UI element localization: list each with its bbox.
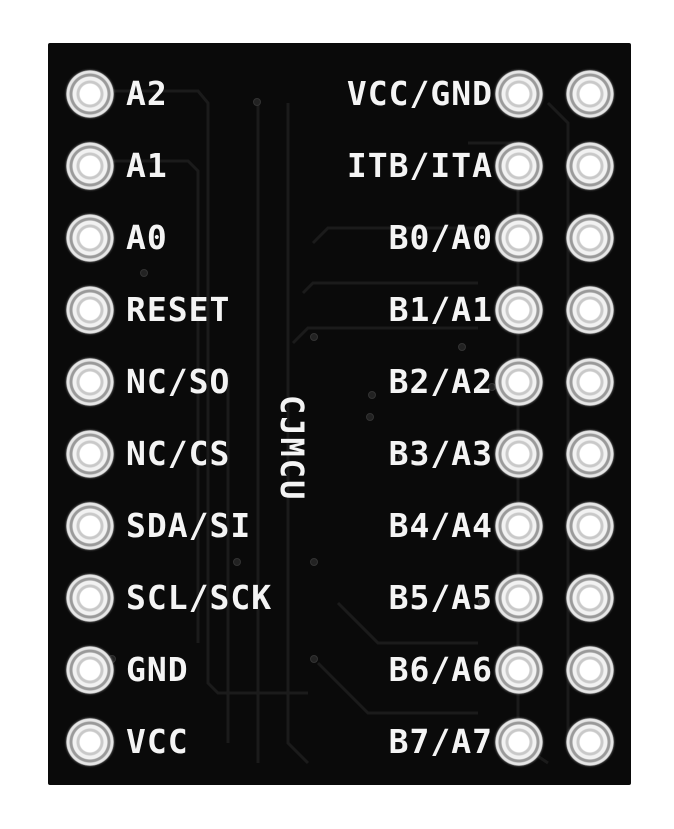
pin-pad-right-inner bbox=[495, 646, 543, 694]
pin-label-right: B3/A3 bbox=[388, 434, 493, 473]
pin-label-right: B2/A2 bbox=[388, 362, 493, 401]
pin-pad-right-outer bbox=[566, 646, 614, 694]
pin-pad-right-inner bbox=[495, 70, 543, 118]
pin-pad-right-outer bbox=[566, 214, 614, 262]
pin-pad-right-outer bbox=[566, 718, 614, 766]
pin-pad-right-outer bbox=[566, 358, 614, 406]
pin-label-left: A1 bbox=[126, 146, 168, 185]
pin-pad-left bbox=[66, 358, 114, 406]
pin-label-left: NC/CS bbox=[126, 434, 231, 473]
pin-pad-left bbox=[66, 718, 114, 766]
pin-label-right: VCC/GND bbox=[346, 74, 493, 113]
pin-label-left: NC/SO bbox=[126, 362, 231, 401]
pin-label-left: SDA/SI bbox=[126, 506, 252, 545]
brand-label: CJMCU bbox=[273, 394, 311, 502]
pin-label-right: B4/A4 bbox=[388, 506, 493, 545]
pin-pad-left bbox=[66, 502, 114, 550]
pin-pad-right-inner bbox=[495, 574, 543, 622]
pin-pad-left bbox=[66, 646, 114, 694]
pin-pad-right-inner bbox=[495, 142, 543, 190]
pcb-traces bbox=[88, 89, 570, 765]
pin-label-left: SCL/SCK bbox=[126, 578, 273, 617]
pin-label-right: B0/A0 bbox=[388, 218, 493, 257]
pin-pad-right-outer bbox=[566, 502, 614, 550]
pin-pad-right-inner bbox=[495, 430, 543, 478]
pin-pad-right-inner bbox=[495, 358, 543, 406]
pin-label-left: VCC bbox=[126, 722, 189, 761]
pin-label-left: A2 bbox=[126, 74, 168, 113]
pin-pad-right-inner bbox=[495, 286, 543, 334]
pin-label-left: GND bbox=[126, 650, 189, 689]
pin-pad-left bbox=[66, 574, 114, 622]
pin-pad-right-inner bbox=[495, 718, 543, 766]
pin-pad-right-outer bbox=[566, 70, 614, 118]
pin-label-left: A0 bbox=[126, 218, 168, 257]
pin-pad-right-outer bbox=[566, 142, 614, 190]
pin-pad-right-outer bbox=[566, 430, 614, 478]
pin-label-right: B5/A5 bbox=[388, 578, 493, 617]
pin-pad-right-inner bbox=[495, 502, 543, 550]
pin-pad-left bbox=[66, 430, 114, 478]
pin-pad-left bbox=[66, 214, 114, 262]
pin-pad-right-inner bbox=[495, 214, 543, 262]
pin-label-right: B1/A1 bbox=[388, 290, 493, 329]
pin-pad-right-outer bbox=[566, 286, 614, 334]
pin-label-right: B6/A6 bbox=[388, 650, 493, 689]
pin-pad-left bbox=[66, 70, 114, 118]
pin-pad-left bbox=[66, 286, 114, 334]
pin-pad-left bbox=[66, 142, 114, 190]
pin-pad-right-outer bbox=[566, 574, 614, 622]
pin-label-right: B7/A7 bbox=[388, 722, 493, 761]
pin-label-left: RESET bbox=[126, 290, 231, 329]
pin-label-right: ITB/ITA bbox=[346, 146, 493, 185]
